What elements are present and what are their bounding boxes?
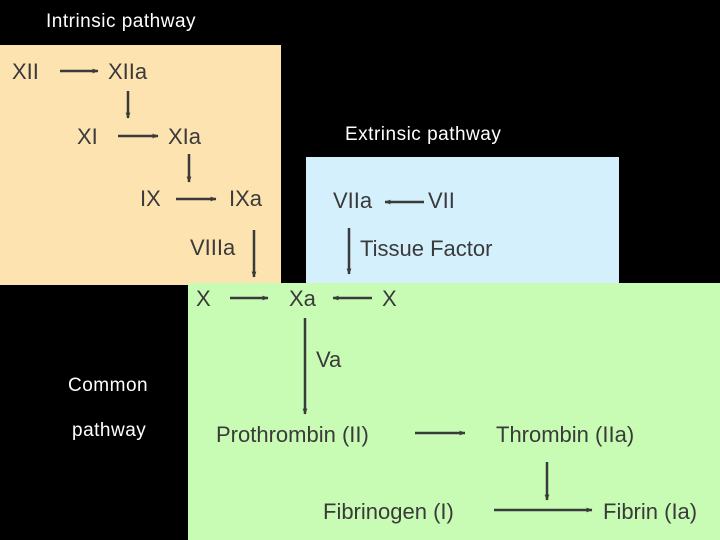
factor-ix-label: IX [140, 186, 161, 211]
factor-vii-label: VII [428, 188, 455, 213]
factor-x-left-label: X [196, 286, 211, 311]
factor-xa-label: Xa [289, 286, 317, 311]
common-pathway-panel [188, 283, 720, 540]
factor-xia-label: XIa [168, 124, 202, 149]
factor-viiia-label: VIIIa [190, 235, 236, 260]
prothrombin-label: Prothrombin (II) [216, 422, 369, 447]
intrinsic-pathway-panel [0, 45, 281, 285]
factor-va-label: Va [316, 347, 342, 372]
fibrinogen-label: Fibrinogen (I) [323, 499, 454, 524]
common-pathway-heading-line1: Common [68, 375, 149, 396]
fibrin-label: Fibrin (Ia) [603, 499, 697, 524]
factor-viia-label: VIIa [333, 188, 373, 213]
factor-xi-label: XI [77, 124, 98, 149]
common-pathway-heading-line2: pathway [72, 420, 147, 441]
factor-ixa-label: IXa [229, 186, 263, 211]
thrombin-label: Thrombin (IIa) [496, 422, 634, 447]
factor-xii-label: XII [12, 59, 39, 84]
factor-xiia-label: XIIa [108, 59, 148, 84]
extrinsic-pathway-panel [306, 157, 619, 285]
intrinsic-pathway-heading: Intrinsic pathway [46, 11, 197, 32]
tissue-factor-label: Tissue Factor [360, 236, 492, 261]
extrinsic-pathway-heading: Extrinsic pathway [345, 124, 502, 145]
factor-x-right-label: X [382, 286, 397, 311]
